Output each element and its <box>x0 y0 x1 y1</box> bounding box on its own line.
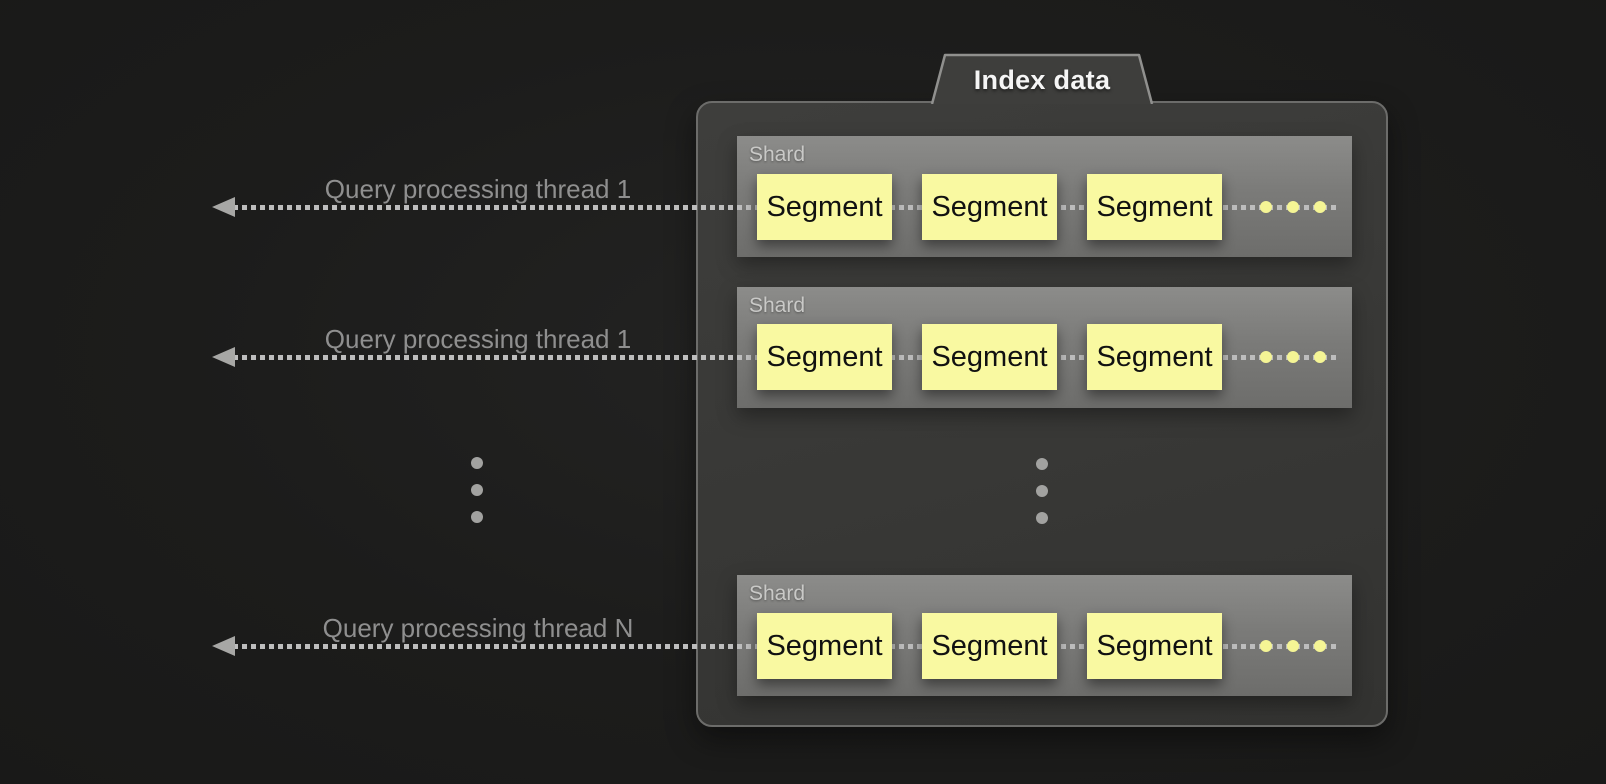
more-shards-ellipsis-icon <box>1036 458 1048 524</box>
segment-label: Segment <box>766 340 883 373</box>
segment-label: Segment <box>931 629 1048 662</box>
segment-box: Segment <box>922 324 1057 390</box>
segment-box: Segment <box>1087 613 1222 679</box>
segment-label: Segment <box>766 629 883 662</box>
thread-label-1: Query processing thread 1 <box>324 174 632 204</box>
segment-label: Segment <box>1096 190 1213 223</box>
segment-label: Segment <box>931 340 1048 373</box>
thread-label-2: Query processing thread 1 <box>324 324 632 354</box>
segment-label: Segment <box>1096 340 1213 373</box>
segment-box: Segment <box>757 174 892 240</box>
tab-trapezoid-shape <box>930 53 1154 104</box>
shard-label: Shard <box>749 143 806 166</box>
shard-label: Shard <box>749 582 806 605</box>
diagram-title: Index data <box>973 65 1111 95</box>
segment-box: Segment <box>1087 174 1222 240</box>
shard-label: Shard <box>749 294 806 317</box>
left-arrowhead-icon <box>212 636 235 656</box>
more-segments-ellipsis-icon <box>1260 640 1330 652</box>
more-segments-ellipsis-icon <box>1260 351 1330 363</box>
segment-box: Segment <box>757 324 892 390</box>
segment-label: Segment <box>766 190 883 223</box>
segment-box: Segment <box>922 613 1057 679</box>
segment-label: Segment <box>1096 629 1213 662</box>
segment-box: Segment <box>922 174 1057 240</box>
segment-label: Segment <box>931 190 1048 223</box>
more-segments-ellipsis-icon <box>1260 201 1330 213</box>
more-threads-ellipsis-icon <box>471 457 483 523</box>
segment-box: Segment <box>757 613 892 679</box>
index-data-tab: Index data <box>930 53 1154 104</box>
left-arrowhead-icon <box>212 347 235 367</box>
left-arrowhead-icon <box>212 197 235 217</box>
thread-label-3: Query processing thread N <box>322 613 634 643</box>
segment-box: Segment <box>1087 324 1222 390</box>
